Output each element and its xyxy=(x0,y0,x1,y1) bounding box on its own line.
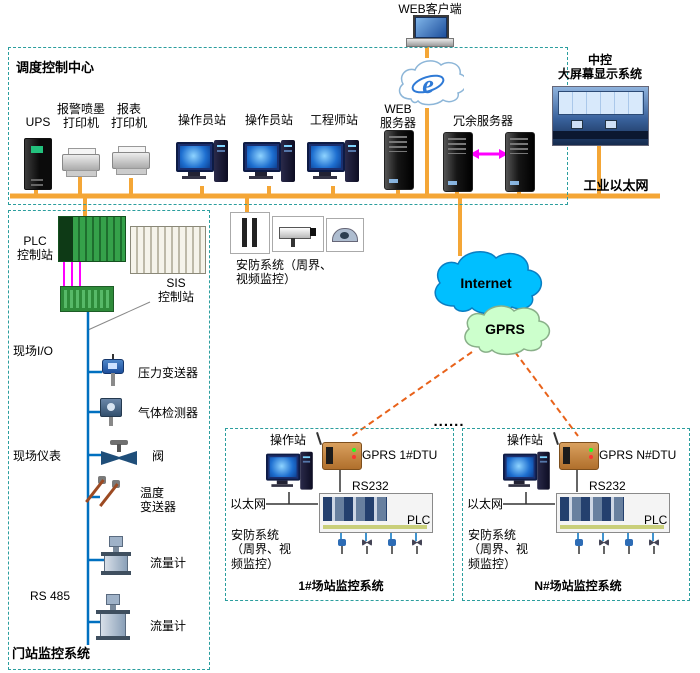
plc-station-label: PLC 控制站 xyxy=(16,234,53,263)
valve-label: 阀 xyxy=(152,449,165,463)
gprs-dashed-links xyxy=(351,351,579,437)
station-plc-rack-icon xyxy=(556,493,670,533)
laptop-icon xyxy=(406,15,454,47)
dtu-label: GPRS N#DTU xyxy=(599,448,677,462)
engineer-station-label: 工程师站 xyxy=(309,113,358,127)
field-instrument-icon xyxy=(361,539,373,555)
operator-workstation-icon xyxy=(176,138,230,186)
gprs-label: GPRS xyxy=(485,321,525,337)
operator-station-label: 操作站 xyxy=(269,433,306,447)
redundant-server-label: 冗余服务器 xyxy=(452,114,513,128)
gas-detector-icon xyxy=(98,396,124,426)
control-room-photo xyxy=(552,86,649,146)
operator-workstation-icon xyxy=(266,450,315,493)
rs232-label: RS232 xyxy=(589,479,626,493)
operator-station-label: 操作站 xyxy=(506,433,543,447)
redundancy-arrow xyxy=(470,149,508,159)
flowmeter-label: 流量计 xyxy=(150,619,187,633)
field-instrument-icon xyxy=(648,539,660,555)
field-instrument-icon xyxy=(411,539,423,555)
station-title: N#场站监控系统 xyxy=(534,579,622,593)
plc-label: PLC xyxy=(407,513,431,527)
engineer-workstation-icon xyxy=(307,138,361,186)
perimeter-sensor-icon xyxy=(230,212,270,254)
sis-link xyxy=(87,301,151,331)
station-security-label: 安防系统 （周界、视 频监控） xyxy=(231,528,292,571)
gate-station-title: 门站监控系统 xyxy=(12,646,91,661)
field-instruments-label: 现场仪表 xyxy=(13,449,62,463)
web-server-label: WEB 服务器 xyxy=(379,102,416,131)
ethernet-label: 以太网 xyxy=(230,497,267,511)
circuit-board-icon xyxy=(60,286,114,312)
ethernet-links xyxy=(10,44,660,256)
industrial-ethernet-label: 工业以太网 xyxy=(583,178,649,193)
plc-rack-icon xyxy=(58,216,126,262)
gprs-cloud: GPRS xyxy=(464,305,551,356)
web-server-icon xyxy=(384,130,414,190)
svg-text:e: e xyxy=(422,70,434,99)
report-printer-label: 报表 打印机 xyxy=(110,102,147,131)
gas-detector-label: 气体检测器 xyxy=(138,406,199,420)
operator-workstation-icon xyxy=(243,138,297,186)
valve-icon xyxy=(101,440,137,466)
pressure-transmitter-icon xyxy=(100,354,124,386)
field-instrument-icon xyxy=(598,539,610,555)
flowmeter-icon xyxy=(96,594,130,640)
field-instrument-icon xyxy=(336,539,348,555)
dome-camera-icon xyxy=(326,218,364,252)
plc-wires xyxy=(63,260,81,288)
gate-station-box xyxy=(8,210,210,670)
ie-cloud-icon: e xyxy=(398,60,464,106)
temperature-transmitter-icon xyxy=(85,476,136,516)
temperature-transmitter-label: 温度 变送器 xyxy=(140,486,177,515)
security-system-label: 安防系统（周界、 视频监控） xyxy=(236,258,333,287)
rs232-label: RS232 xyxy=(352,479,389,493)
operator-station-label: 操作员站 xyxy=(244,113,293,127)
redundant-server-icon xyxy=(443,132,473,192)
flowmeter-icon xyxy=(101,536,131,575)
field-instrument-icon xyxy=(386,539,398,555)
dtu-icon xyxy=(553,432,599,470)
operator-station-label: 操作员站 xyxy=(177,113,226,127)
ups-label: UPS xyxy=(25,115,51,129)
display-system-label: 中控 大屏幕显示系统 xyxy=(557,53,642,82)
station-1-box: 操作站 GPRS 1#DTU RS232 以太网 PLC 安防系统 （周界、视 … xyxy=(225,428,454,601)
instrument-links xyxy=(86,312,104,645)
pressure-transmitter-label: 压力变送器 xyxy=(138,366,199,380)
dtu-icon xyxy=(316,432,362,470)
station-title: 1#场站监控系统 xyxy=(298,579,384,593)
sis-rack-icon xyxy=(130,226,206,274)
field-instrument-icon xyxy=(623,539,635,555)
flowmeter-label: 流量计 xyxy=(150,556,187,570)
ethernet-label: 以太网 xyxy=(467,497,504,511)
station-field-links xyxy=(340,530,654,541)
station-n-box: 操作站 GPRS N#DTU RS232 以太网 PLC 安防系统 （周界、视 … xyxy=(462,428,690,601)
internet-cloud: Internet xyxy=(434,251,542,315)
dtu-label: GPRS 1#DTU xyxy=(362,448,438,462)
field-instrument-icon xyxy=(573,539,585,555)
inkjet-printer-icon xyxy=(62,148,100,177)
rs485-label: RS 485 xyxy=(30,589,71,603)
ups-icon xyxy=(24,138,52,190)
sis-station-label: SIS 控制站 xyxy=(157,276,194,305)
inkjet-printer-label: 报警喷墨 打印机 xyxy=(56,102,105,131)
field-io-label: 现场I/O xyxy=(13,344,54,358)
web-client-label: WEB客户端 xyxy=(398,2,462,16)
plc-label: PLC xyxy=(644,513,668,527)
ellipsis-label: ...... xyxy=(433,413,465,430)
cctv-camera-icon xyxy=(272,216,324,252)
station-plc-rack-icon xyxy=(319,493,433,533)
redundant-server-icon xyxy=(505,132,535,192)
internet-label: Internet xyxy=(460,275,512,291)
report-printer-icon xyxy=(112,146,150,175)
station-security-label: 安防系统 （周界、视 频监控） xyxy=(468,528,529,571)
control-center-title: 调度控制中心 xyxy=(16,60,95,75)
operator-workstation-icon xyxy=(503,450,552,493)
station-links xyxy=(266,467,578,505)
